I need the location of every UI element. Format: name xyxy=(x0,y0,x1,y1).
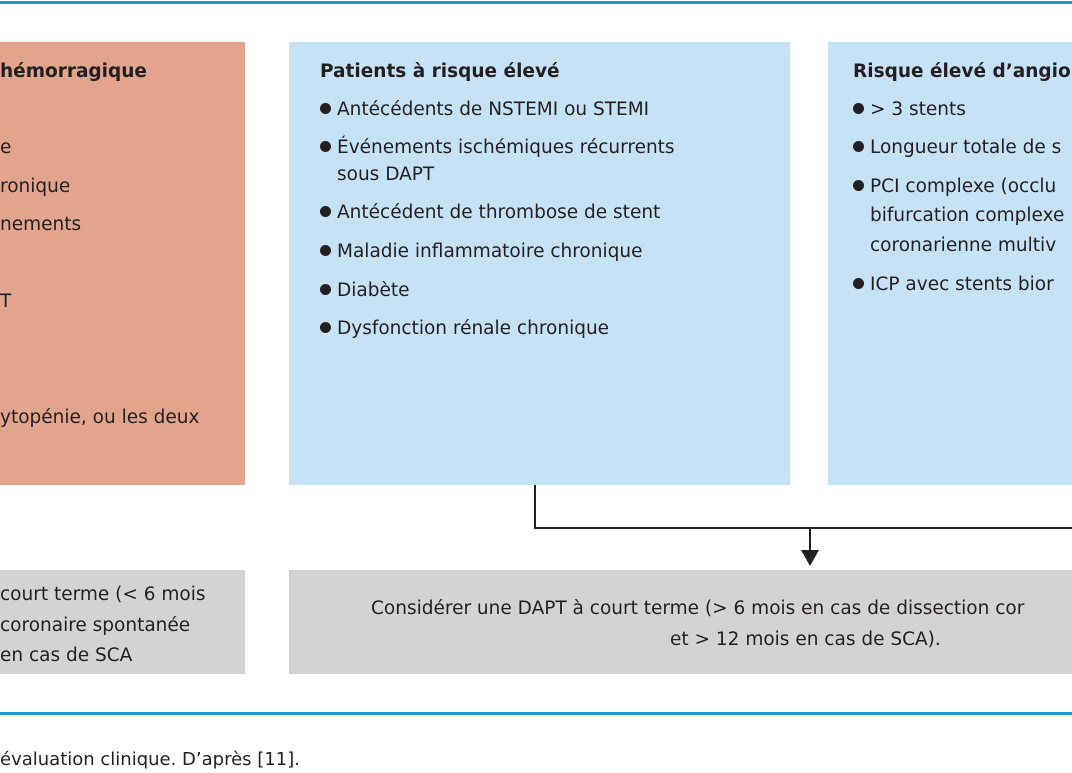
box-title: Patients à risque élevé xyxy=(320,61,560,82)
outcome-text: court terme (< 6 mois xyxy=(0,584,206,605)
outcome-left-box: court terme (< 6 mois coronaire spontané… xyxy=(0,570,245,674)
figure-caption: évaluation clinique. D’après [11]. xyxy=(0,749,300,770)
list-item: Diabète xyxy=(320,277,409,304)
list-item-continued: sous DAPT xyxy=(337,164,435,185)
list-item-continued: bifurcation complexe xyxy=(870,205,1065,226)
list-item: Antécédents de NSTEMI ou STEMI xyxy=(320,96,649,123)
bleeding-risk-box: hémorragique e ronique nements T ytopéni… xyxy=(0,42,245,485)
list-item: Maladie inflammatoire chronique xyxy=(320,238,642,265)
list-item: ICP avec stents bior xyxy=(853,271,1054,298)
list-item: Événements ischémiques récurrents xyxy=(320,134,675,161)
list-item: ytopénie, ou les deux xyxy=(0,407,200,428)
list-item: T xyxy=(0,291,12,312)
top-rule xyxy=(0,1,1072,4)
list-item-continued: coronarienne multiv xyxy=(870,235,1057,256)
box-title: hémorragique xyxy=(0,61,147,82)
angiographic-risk-box: Risque élevé d’angiop > 3 stents Longueu… xyxy=(828,42,1072,485)
list-item: Dysfonction rénale chronique xyxy=(320,315,609,342)
outcome-text: en cas de SCA xyxy=(0,645,133,666)
arrow-head-icon xyxy=(801,550,819,566)
high-risk-patients-box: Patients à risque élevé Antécédents de N… xyxy=(289,42,790,485)
list-item: Longueur totale de s xyxy=(853,134,1061,161)
list-item: ronique xyxy=(0,176,71,197)
list-item: PCI complexe (occlu xyxy=(853,173,1056,200)
outcome-right-box: Considérer une DAPT à court terme (> 6 m… xyxy=(289,570,1072,674)
list-item: Antécédent de thrombose de stent xyxy=(320,199,660,226)
outcome-text: Considérer une DAPT à court terme (> 6 m… xyxy=(371,598,1025,619)
outcome-text: et > 12 mois en cas de SCA). xyxy=(670,629,941,650)
list-item: > 3 stents xyxy=(853,96,966,123)
outcome-text: coronaire spontanée xyxy=(0,615,191,636)
bottom-rule xyxy=(0,712,1072,715)
list-item: e xyxy=(0,137,12,158)
list-item: nements xyxy=(0,214,82,235)
box-title: Risque élevé d’angiop xyxy=(853,61,1072,82)
